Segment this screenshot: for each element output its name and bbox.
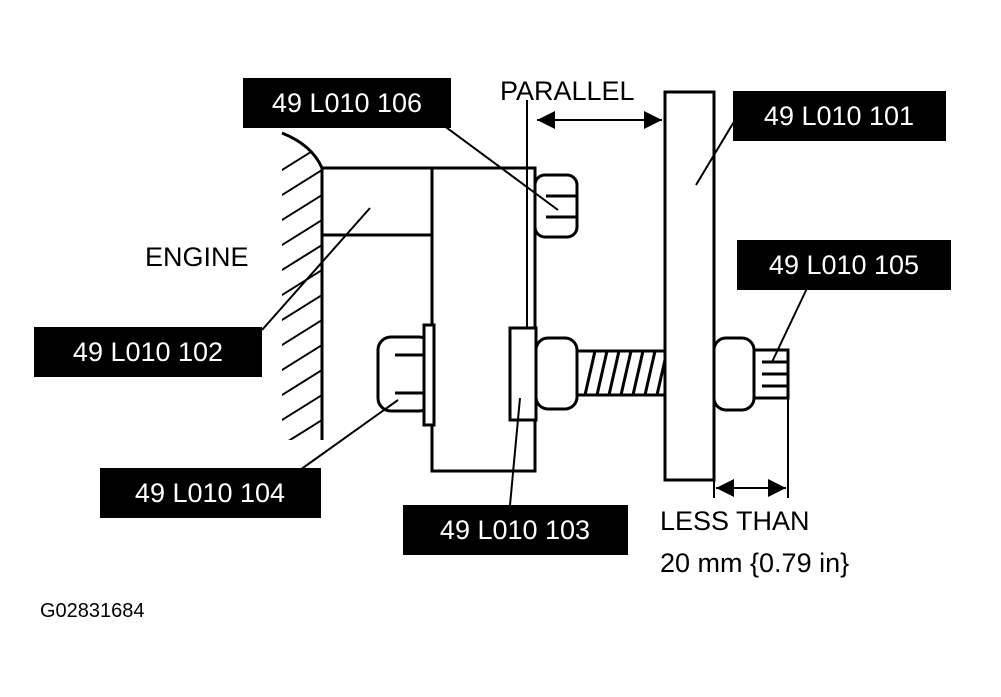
- label-part-101: 49 L010 101: [733, 91, 946, 141]
- svg-text:49 L010 101: 49 L010 101: [764, 101, 914, 131]
- part-101-plate: [663, 90, 716, 482]
- engine-label: ENGINE: [145, 242, 249, 272]
- inner-nut: [534, 336, 579, 411]
- parallel-label: PARALLEL: [500, 76, 635, 106]
- svg-text:49 L010 105: 49 L010 105: [769, 250, 919, 280]
- less-than-label: LESS THAN: [660, 506, 810, 536]
- svg-text:49 L010 102: 49 L010 102: [73, 337, 223, 367]
- svg-text:49 L010 103: 49 L010 103: [440, 515, 590, 545]
- part-106-bolt: [533, 173, 579, 239]
- label-part-106: 49 L010 106: [243, 78, 451, 128]
- engine-block: [281, 131, 324, 440]
- label-part-103: 49 L010 103: [403, 505, 628, 555]
- label-part-104: 49 L010 104: [100, 468, 321, 518]
- part-105-nut: [712, 336, 790, 412]
- parallel-dimension: [526, 100, 662, 328]
- figure-id: G02831684: [40, 600, 145, 622]
- threaded-shaft: [575, 349, 670, 397]
- leader-lines: [261, 107, 811, 506]
- dimension-value: 20 mm {0.79 in}: [660, 548, 849, 578]
- svg-text:49 L010 104: 49 L010 104: [135, 478, 285, 508]
- part-103-spacer: [508, 326, 538, 422]
- less-than-dimension: [713, 398, 789, 498]
- svg-text:49 L010 106: 49 L010 106: [272, 88, 422, 118]
- main-body-plate: [430, 166, 537, 473]
- part-102-arm: [322, 166, 432, 237]
- label-part-105: 49 L010 105: [737, 240, 951, 290]
- label-part-102: 49 L010 102: [34, 327, 262, 377]
- part-104-nut: [376, 323, 436, 427]
